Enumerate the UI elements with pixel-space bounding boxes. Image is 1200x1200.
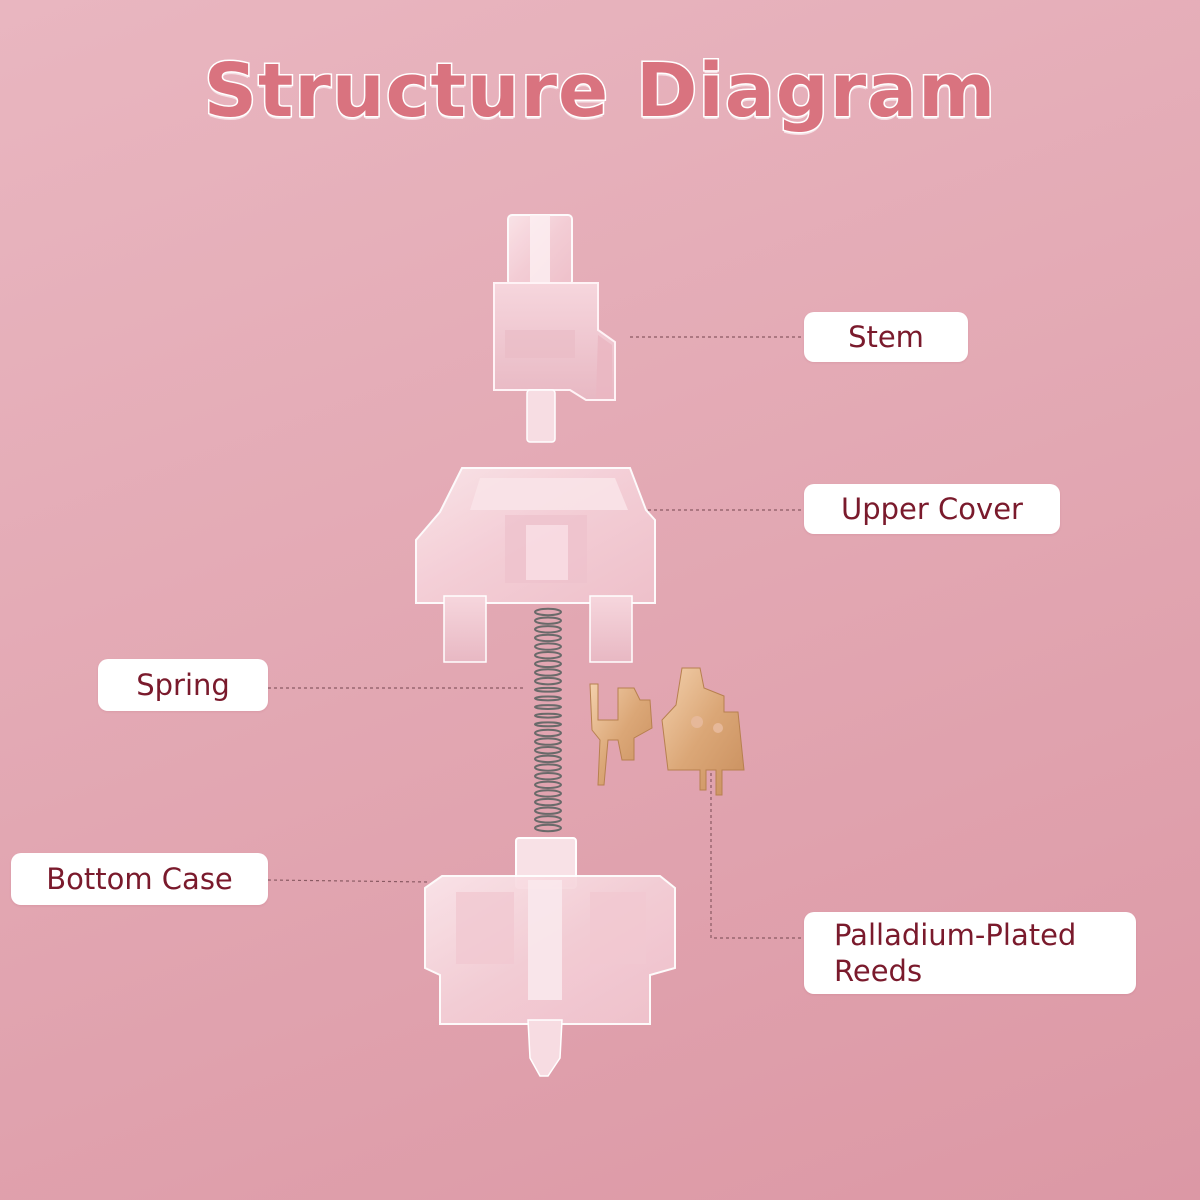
leader-line-bottom-case [268, 880, 428, 882]
label-spring: Spring [98, 659, 268, 711]
spring-coil [535, 626, 561, 632]
spring-coil [535, 764, 561, 770]
spring-coil [535, 808, 561, 814]
spring-coil [535, 609, 561, 615]
spring-coil [535, 782, 561, 788]
spring-coil [535, 730, 561, 736]
spring-coil [535, 617, 561, 623]
spring-coil [535, 825, 561, 831]
label-spring-text: Spring [136, 668, 230, 702]
label-reeds-line2: Reeds [834, 953, 922, 989]
spring-coil [535, 661, 561, 667]
spring-coil [535, 773, 561, 779]
reeds-part [590, 668, 744, 795]
label-palladium-plated-reeds: Palladium-Plated Reeds [804, 912, 1136, 994]
label-bottom-case: Bottom Case [11, 853, 268, 905]
spring-coil [535, 816, 561, 822]
spring-coil [535, 652, 561, 658]
spring-coil [535, 722, 561, 726]
spring-coil [535, 696, 561, 700]
spring-coil [535, 705, 561, 709]
label-upper-cover-text: Upper Cover [841, 492, 1023, 526]
spring-coil [535, 643, 561, 649]
label-stem-text: Stem [848, 320, 924, 354]
spring-coil [535, 790, 561, 796]
label-stem: Stem [804, 312, 968, 362]
bottom-case-part [425, 838, 675, 1076]
spring-coil [535, 799, 561, 805]
leader-line-reeds [711, 773, 804, 938]
stem-part [494, 215, 615, 442]
spring-part [535, 609, 561, 831]
spring-coil [535, 678, 561, 684]
spring-coil [535, 688, 561, 692]
label-reeds-line1: Palladium-Plated [834, 917, 1076, 953]
spring-coil [535, 635, 561, 641]
spring-coil [535, 747, 561, 753]
upper-cover-part [416, 468, 655, 662]
spring-coil [535, 756, 561, 762]
label-bottom-case-text: Bottom Case [46, 862, 233, 896]
label-upper-cover: Upper Cover [804, 484, 1060, 534]
spring-coil [535, 669, 561, 675]
spring-coil [535, 738, 561, 744]
spring-coil [535, 714, 561, 718]
